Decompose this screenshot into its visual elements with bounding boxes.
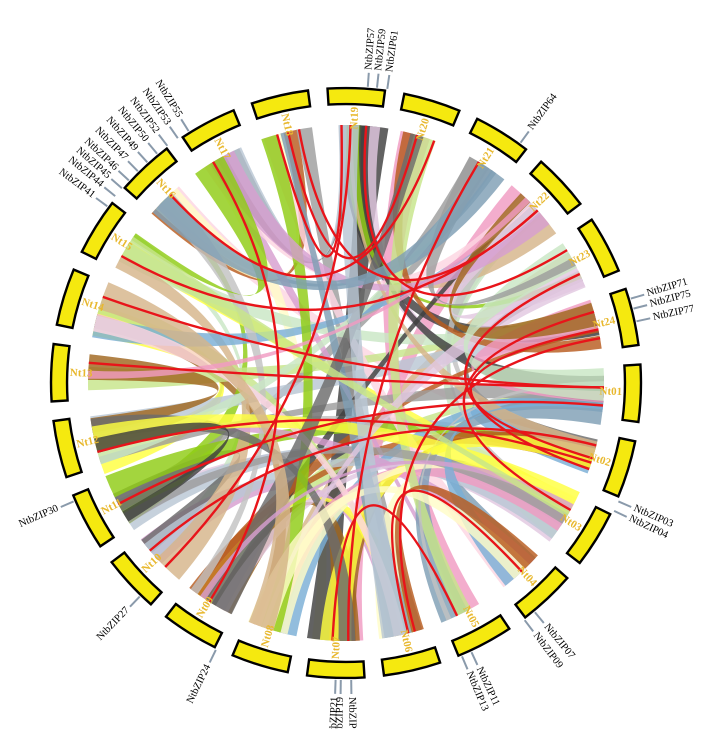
chromosome-label-nt01: Nt01 — [599, 385, 622, 398]
gene-tick — [104, 187, 115, 196]
gene-tick — [159, 135, 168, 146]
gene-tick — [525, 620, 534, 631]
chromosome-label-nt22: Nt22 — [527, 190, 552, 215]
gene-tick — [521, 131, 529, 142]
chromosome-block-nt06 — [382, 647, 440, 675]
chromosome-block-nt15 — [82, 203, 125, 259]
chromosome-block-nt19 — [328, 88, 386, 106]
chromosome-label-nt08: Nt08 — [259, 623, 277, 649]
gene-tick — [368, 73, 369, 87]
chromosome-label-nt14: Nt14 — [80, 296, 106, 314]
gene-tick — [387, 75, 389, 89]
gene-tick — [618, 501, 631, 507]
gene-tick — [634, 305, 648, 309]
gene-tick — [148, 143, 157, 154]
gene-tick — [631, 295, 644, 299]
chromosome-block-nt17 — [183, 110, 240, 150]
chromosome-label-nt19: Nt19 — [348, 106, 361, 130]
gene-tick — [614, 511, 627, 517]
gene-label-ntbzip21: NtbZIP21 — [328, 697, 340, 729]
chromosome-block-nt07 — [307, 660, 365, 678]
chromosome-label-nt20: Nt20 — [414, 116, 432, 142]
chromosome-label-nt24: Nt24 — [592, 314, 617, 331]
gene-tick — [472, 652, 478, 665]
gene-tick — [181, 119, 188, 131]
gene-tick — [138, 152, 147, 162]
gene-tick — [96, 198, 107, 206]
gene-label-ntbzip27: NtbZIP27 — [95, 605, 132, 643]
chromosome-block-nt03 — [567, 507, 610, 563]
gene-tick — [210, 650, 216, 663]
chromosome-label-nt04: Nt04 — [515, 564, 540, 589]
gene-tick — [377, 74, 379, 88]
gene-tick — [119, 171, 129, 181]
gene-label-ntbzip64: NtbZIP64 — [526, 91, 560, 132]
chromosome-block-nt21 — [470, 119, 526, 162]
chromosome-block-nt01 — [623, 365, 641, 423]
gene-tick — [130, 597, 140, 607]
gene-tick — [637, 318, 651, 321]
chromosome-block-nt09 — [166, 604, 222, 647]
chromosome-label-nt21: Nt21 — [475, 145, 497, 171]
chromosome-label-nt05: Nt05 — [460, 604, 481, 630]
chromosome-label-nt23: Nt23 — [567, 247, 593, 268]
gene-label-ntbzip30: NtbZIP30 — [17, 503, 60, 530]
chromosome-block-nt13 — [51, 344, 69, 402]
gene-label-ntbzip24: NtbZIP24 — [185, 662, 214, 705]
gene-tick — [335, 680, 336, 694]
chromosome-label-nt02: Nt02 — [587, 451, 613, 469]
gene-tick — [535, 612, 544, 623]
chromosome-label-nt13: Nt13 — [70, 367, 94, 380]
gene-tick — [128, 161, 138, 171]
gene-tick — [61, 501, 74, 507]
gene-label-ntbzip18: NtbZIP18 — [346, 697, 358, 729]
gene-tick — [462, 656, 468, 669]
chromosome-block-nt11 — [73, 489, 113, 546]
gene-tick — [170, 127, 178, 139]
chromosome-label-nt06: Nt06 — [398, 629, 415, 654]
gene-tick — [111, 179, 122, 188]
chromosome-label-nt07: Nt07 — [330, 636, 343, 660]
chromosome-label-nt03: Nt03 — [558, 512, 584, 534]
